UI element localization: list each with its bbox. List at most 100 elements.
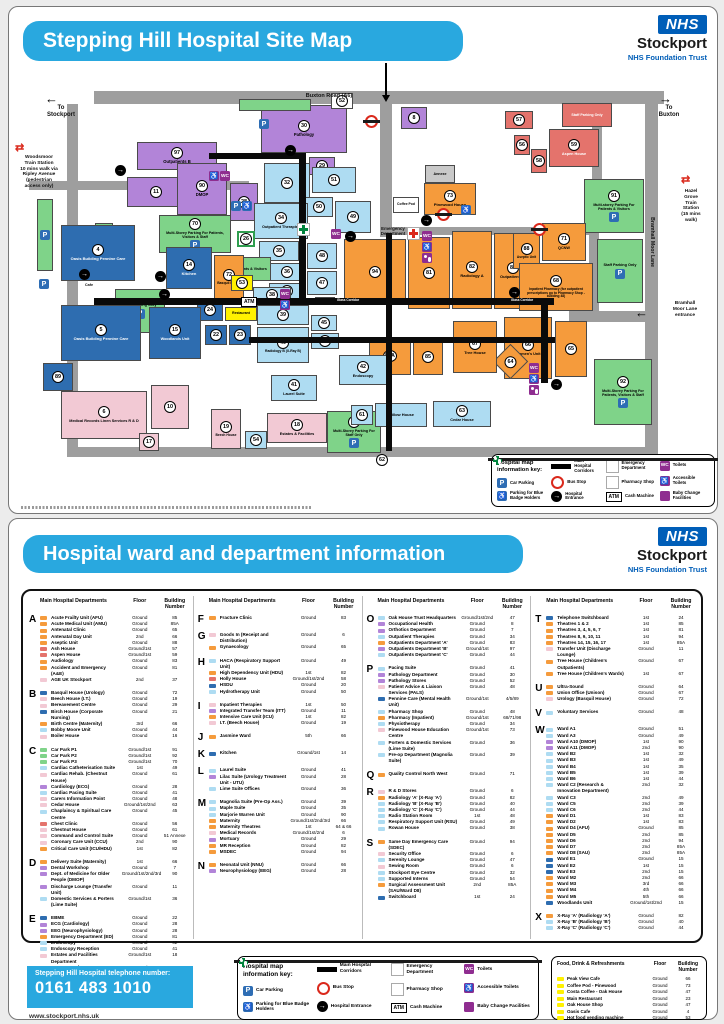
legend-label: Pharmacy Shop xyxy=(621,478,654,484)
color-swatch xyxy=(546,758,554,763)
website-link[interactable]: www.stockport.nhs.uk xyxy=(29,1013,100,1020)
building-number-badge: 58 xyxy=(533,155,545,167)
hospital-entrance-icon: → xyxy=(551,490,563,502)
color-swatch xyxy=(546,894,554,899)
department-building-number: 15 xyxy=(678,862,684,868)
legend-label: Pharmacy Shop xyxy=(406,986,443,992)
department-floor: 1st xyxy=(642,615,650,620)
department-floor: Ground/1st xyxy=(297,750,320,756)
building-label: DMOP xyxy=(195,192,209,198)
department-floor: 2nd xyxy=(642,800,650,806)
color-swatch xyxy=(546,640,554,645)
legend-label: Cash Machine xyxy=(409,1004,443,1010)
department-floor: 2nd xyxy=(642,837,650,843)
department-building-number: 7 xyxy=(173,864,177,870)
department-name: Carers Information Point xyxy=(51,796,105,802)
department-name: Acute Frailty Unit (AFU) xyxy=(51,615,103,620)
color-swatch xyxy=(377,839,385,844)
header-floor: Floor xyxy=(302,598,315,604)
department-floor: Ground xyxy=(300,786,317,791)
building-number-badge: 82 xyxy=(466,261,478,274)
department-name: Pre-op Department (Magnolia Suite) xyxy=(388,751,453,764)
pharmacy-shop-icon xyxy=(297,223,310,236)
department-name: Ward C2 (Research & Innovation Departmen… xyxy=(557,782,609,794)
building-number-badge: 49 xyxy=(347,211,359,223)
department-floor: Ground xyxy=(132,827,148,832)
department-floor: 1st xyxy=(642,670,650,676)
building-label: Medical Records Linen Services R & D xyxy=(69,419,139,424)
building-label: Pathology xyxy=(293,132,315,138)
color-swatch xyxy=(557,996,564,1001)
department-name: Estates and Facilities Department xyxy=(51,952,98,964)
building-label: Patients & Visitors xyxy=(235,266,267,271)
building-label: Cedar House xyxy=(450,418,474,423)
building-number-badge: 4 xyxy=(92,244,104,257)
color-swatch xyxy=(40,703,47,708)
department-floor: Ground xyxy=(638,709,654,715)
section-rows: Goods In (Receipt and Distribution)Groun… xyxy=(208,632,359,651)
train-station-icon: ⇄ xyxy=(15,142,25,154)
department-name: Same Day Emergency Care (SDEC) xyxy=(388,838,449,850)
map-building-57: 57 xyxy=(505,111,533,129)
toilets-icon: WC xyxy=(331,229,341,239)
color-swatch xyxy=(546,863,554,868)
food-name: Main Restaurant xyxy=(567,995,603,1001)
department-floor: Ground xyxy=(638,825,654,831)
map-building: P xyxy=(37,199,53,271)
building-label: Multi-Storey Parking For Staff Only xyxy=(333,428,375,437)
legend-label: Main Hospital Corridors xyxy=(339,963,371,974)
department-name: Pharmacy Shop xyxy=(388,708,424,714)
color-swatch xyxy=(546,826,554,831)
building-number-badge: 30 xyxy=(298,120,310,133)
department-building-number: 82 xyxy=(340,842,347,848)
department-building-number: 85 xyxy=(678,831,684,837)
department-building-number: 64 xyxy=(678,683,684,689)
hospital-entrance-icon: → xyxy=(551,379,562,390)
department-building-number: 49 xyxy=(678,732,684,738)
header-dept: Main Hospital Departments xyxy=(40,598,107,604)
color-swatch xyxy=(40,947,47,952)
legend-item: ♿Parking for Blue Badge Holders xyxy=(243,1002,312,1013)
color-swatch xyxy=(546,795,554,800)
hospital-corridor xyxy=(249,337,555,343)
color-swatch xyxy=(546,914,554,919)
color-swatch xyxy=(377,814,385,819)
food-floor: Ground xyxy=(652,1015,668,1021)
color-swatch xyxy=(40,803,47,808)
building-label: Aseptic Unit xyxy=(516,254,537,259)
building-number-badge: 52 xyxy=(336,95,348,107)
department-name: Pacing Suite xyxy=(388,665,417,671)
department-floor: 1st xyxy=(642,627,650,633)
department-name: Stockport Eye Centre xyxy=(388,869,436,875)
poplar-entrance-arrow xyxy=(385,63,387,95)
department-building-number: 66 xyxy=(172,721,178,726)
department-name: Union Office (Unison) xyxy=(557,690,605,696)
car-parking-icon: P xyxy=(231,201,241,211)
department-floor: 1st xyxy=(642,633,650,639)
hospital-entrance-icon: → xyxy=(421,215,432,226)
color-swatch xyxy=(208,774,216,779)
building-label: Estates & Facilities xyxy=(279,432,315,437)
map-building-39: 39 xyxy=(257,305,309,325)
legend-label: Accessible Toilets xyxy=(672,474,696,485)
color-swatch xyxy=(40,722,47,727)
department-floor: 1st xyxy=(642,751,650,757)
